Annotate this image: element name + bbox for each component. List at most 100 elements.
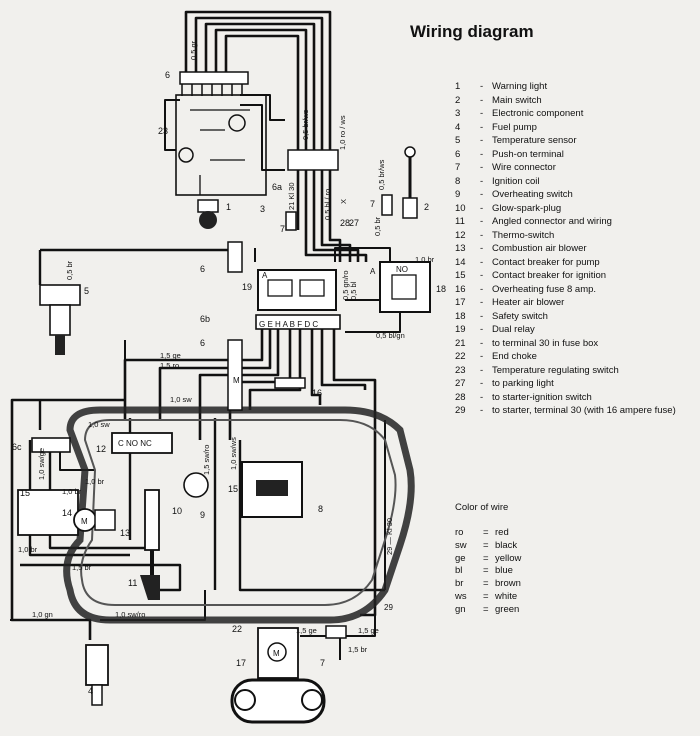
label-electronic-component: 3 [260, 204, 265, 214]
push-on-terminal-mid [227, 241, 243, 273]
wire-color-abbr: ro [455, 527, 464, 538]
wire-color-abbr: sw [455, 539, 467, 551]
legend-number: 28 [455, 391, 466, 403]
legend-item: 4-Fuel pump [455, 121, 695, 135]
label-relay-terminals: G E H A B F D C [259, 320, 318, 329]
legend-label: Glow-spark-plug [492, 202, 562, 214]
legend-item: 5-Temperature sensor [455, 134, 695, 148]
legend-item: 2-Main switch [455, 94, 695, 108]
legend-item: 28-to starter-ignition switch [455, 391, 695, 405]
wire-color-equals: = [483, 539, 489, 551]
legend-dash: - [480, 364, 484, 376]
wire-connector-switch [381, 194, 393, 216]
label-safety-no: NO [396, 265, 408, 274]
label-t27: 27 [349, 218, 359, 228]
wire-label-05brws2: 0,5 br/ws [377, 159, 386, 190]
wire-color-item: ro=red [455, 527, 521, 540]
wire-color-abbr: bl [455, 565, 463, 577]
wire-color-name: yellow [495, 552, 522, 564]
legend-label: to parking light [492, 378, 554, 389]
label-contact-ignition-coil: 15 [228, 484, 238, 494]
wire-label-10br3: 1,0 br [62, 487, 82, 496]
push-on-terminal-6c [31, 437, 71, 453]
ignition-coil [241, 461, 303, 518]
legend-label: Contact breaker for ignition [492, 270, 607, 281]
legend-number: 1 [455, 81, 461, 92]
legend-label: Angled connector and wiring [492, 216, 612, 227]
legend-label: Overheating fuse 8 amp. [492, 283, 597, 295]
legend-dash: - [480, 135, 484, 146]
main-switch [402, 146, 418, 219]
legend-dash: - [480, 337, 484, 349]
wire-label-10rows: 1,0 ro / ws [338, 115, 347, 150]
label-temp-reg-switch: 23 [158, 126, 168, 136]
label-angled-connector: 11 [128, 578, 137, 588]
label-motor-extra: M [233, 376, 240, 385]
wire-color-equals: = [483, 590, 489, 602]
legend-label: Ignition coil [492, 175, 540, 187]
wire-label-15ge3: 1,5 ge [358, 626, 379, 635]
wire-color-name: red [495, 527, 509, 538]
legend-dash: - [480, 121, 484, 133]
legend-item: 11-Angled connector and wiring [455, 215, 695, 229]
wire-label-15br: 1,5 br [72, 563, 92, 572]
legend-item: 27-to parking light [455, 377, 695, 391]
combustion-air-blower [73, 508, 116, 532]
label-t28: 28 [340, 218, 350, 228]
label-t29: 29 [384, 603, 393, 612]
label-connector-7b: 7 [370, 199, 375, 209]
legend-dash: - [480, 148, 484, 160]
wire-color-abbr: ge [455, 552, 466, 564]
wire-color-name: green [495, 603, 520, 615]
wire-color-abbr: ws [455, 590, 467, 602]
label-air-blower: 13 [120, 528, 130, 538]
label-safety-a: A [370, 267, 376, 276]
wire-label-05br: 0,5 br [65, 260, 74, 280]
heater-housing-outline [63, 406, 415, 624]
legend-number: 27 [455, 378, 466, 389]
legend-number: 9 [455, 189, 461, 200]
legend-label: Temperature regulating switch [492, 364, 619, 376]
legend-dash: - [480, 94, 484, 106]
wire-label-kl30b: 29 — Kl 30 [385, 518, 394, 555]
label-glow-plug: 10 [172, 506, 182, 516]
legend-number: 23 [455, 364, 466, 376]
label-choke: 22 [232, 624, 242, 634]
label-thermo-contacts: C NO NC [118, 439, 152, 448]
wire-label-10sw: 1,0 sw [170, 395, 192, 404]
label-fuse: 16 [312, 388, 322, 398]
legend-number: 3 [455, 108, 461, 119]
legend-item: 19-Dual relay [455, 323, 695, 337]
legend-dash: - [480, 351, 484, 362]
wire-color-abbr: gn [455, 603, 466, 615]
legend-item: 21-to terminal 30 in fuse box [455, 337, 695, 351]
wire-connector-upper [285, 211, 297, 231]
label-fuel-pump: 4 [88, 686, 93, 696]
legend-dash: - [480, 297, 484, 308]
label-motor-blower: M [81, 517, 88, 526]
legend-item: 3-Electronic component [455, 107, 695, 121]
page-title: Wiring diagram [410, 22, 534, 41]
label-warning-light: 1 [226, 202, 231, 212]
wire-color-item: br=brown [455, 578, 521, 591]
wire-color-item: bl=blue [455, 565, 521, 578]
wire-color-name: black [495, 539, 518, 551]
wire-label-05gnro: 0,5 gn/ro [341, 270, 350, 300]
legend-item: 9-Overheating switch [455, 188, 695, 202]
legend-dash: - [480, 391, 484, 403]
legend-number: 10 [455, 202, 466, 214]
wire-color-equals: = [483, 578, 489, 590]
wire-connector-bottom [325, 625, 347, 639]
legend-number: 7 [455, 162, 461, 173]
legend-number: 14 [455, 256, 466, 268]
label-thermo-switch: 12 [96, 444, 106, 454]
wire-label-05gr: 0,5 gr [189, 40, 198, 60]
overheating-fuse [274, 377, 306, 389]
wire-label-10br2: 1,0 br [85, 477, 105, 486]
fuel-pump [85, 644, 109, 706]
label-push-on-mid: 6 [200, 264, 205, 274]
wire-label-05bl: 0,5 bl [349, 281, 358, 300]
legend-item: 22-End choke [455, 350, 695, 364]
